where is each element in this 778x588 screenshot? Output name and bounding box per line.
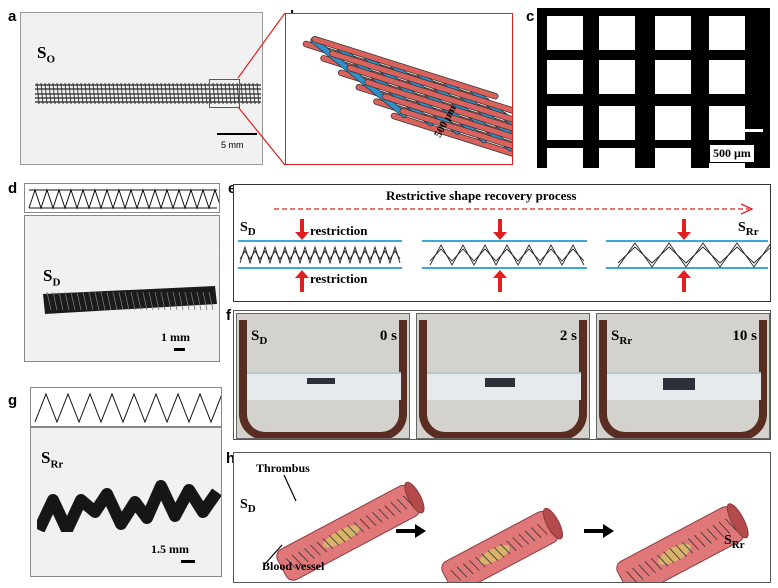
scale-bar-c xyxy=(713,129,763,132)
pore xyxy=(655,148,691,168)
panel-label-a: a xyxy=(8,8,17,25)
e-start-label: SD xyxy=(240,220,256,238)
transition-arrow xyxy=(396,529,416,533)
vessel-2 xyxy=(441,507,564,582)
stent-in-tube xyxy=(307,378,335,384)
frame-time-label: 2 s xyxy=(559,328,577,344)
zoom-lines xyxy=(237,12,286,166)
vessel-deployment-diagram xyxy=(263,474,749,582)
pore xyxy=(655,106,691,140)
pore xyxy=(655,16,691,50)
scale-bar-a xyxy=(217,133,257,135)
scale-text-g: 1.5 mm xyxy=(151,542,189,556)
panel-label-c: c xyxy=(526,8,535,25)
scale-bar-d xyxy=(174,348,185,351)
scale-bar-g xyxy=(181,560,195,563)
zoom-box xyxy=(209,79,240,108)
panel-g-photo: SRr 1.5 mm xyxy=(30,427,222,577)
vessel-pointer xyxy=(263,544,283,566)
panel-f-video: SD 0 s 2 s SRr 10 s xyxy=(233,310,771,440)
panel-d-photo: SD 1 mm xyxy=(24,215,220,362)
scale-text-d: 1 mm xyxy=(161,330,190,344)
panel-label-g: g xyxy=(8,392,18,409)
transition-arrow xyxy=(584,529,604,533)
panel-label-d: d xyxy=(8,180,18,197)
sample-label-so: SO xyxy=(37,43,56,66)
panel-c-micrograph: 500 μm xyxy=(537,8,770,168)
compressed-stent-photo xyxy=(43,286,217,314)
sample-label-srr-g: SRr xyxy=(41,448,64,471)
pore xyxy=(547,106,583,140)
straight-stent-image xyxy=(35,82,261,105)
thrombus xyxy=(322,525,361,548)
h-end-label: SRr xyxy=(724,533,745,551)
panel-label-f: f xyxy=(226,307,231,324)
vessel-1 xyxy=(276,481,425,581)
d-stent-schematic xyxy=(28,188,219,210)
frame-sample-label: SD xyxy=(251,328,268,347)
pore xyxy=(599,148,635,168)
frame-time-label: 0 s xyxy=(379,328,397,344)
scale-text-c: 500 μm xyxy=(709,144,755,163)
pore xyxy=(599,106,635,140)
pore xyxy=(547,148,583,168)
h-start-label: SD xyxy=(240,497,256,515)
frame-time-label: 10 s xyxy=(732,328,757,344)
panel-b-scaffold: 500 μm xyxy=(285,13,513,165)
video-frame-2: SRr 10 s xyxy=(596,313,770,439)
pore xyxy=(655,60,691,94)
pore xyxy=(709,106,745,140)
blood-vessel-label: Blood vessel xyxy=(262,559,325,573)
vessel-3 xyxy=(616,503,749,582)
restriction-label-bottom: restriction xyxy=(310,271,368,286)
video-frame-0: SD 0 s xyxy=(236,313,410,439)
frame-sample-label: SRr xyxy=(611,328,633,347)
panel-a-photo: SO 5 mm xyxy=(20,12,263,165)
panel-g-schematic xyxy=(30,387,222,427)
pore xyxy=(599,16,635,50)
thrombus-label: Thrombus xyxy=(256,461,310,475)
thrombus-pointer xyxy=(283,474,297,502)
pore xyxy=(547,60,583,94)
video-frames: SD 0 s 2 s SRr 10 s xyxy=(234,311,770,439)
thrombus xyxy=(658,543,691,565)
pore xyxy=(709,60,745,94)
panel-label-e: e xyxy=(228,180,236,197)
panel-d-schematic xyxy=(24,183,220,213)
pore xyxy=(709,16,745,50)
panel-label-h: h xyxy=(226,450,236,467)
panel-h-vessel: Thrombus Blood vessel SD SRr xyxy=(233,452,771,583)
recovered-stent-photo xyxy=(37,480,221,532)
stent-in-tube xyxy=(663,378,695,390)
pore xyxy=(547,16,583,50)
panel-e-process: Restrictive shape recovery process SD SR… xyxy=(233,184,771,302)
scaffold-3d-model xyxy=(302,35,512,157)
stent-in-tube xyxy=(485,378,515,387)
restriction-label-top: restriction xyxy=(310,223,368,238)
g-stent-schematic xyxy=(34,392,221,424)
pore-grid-image xyxy=(547,16,745,168)
process-title: Restrictive shape recovery process xyxy=(386,188,577,203)
sample-label-sd: SD xyxy=(43,266,61,289)
process-arrow xyxy=(238,203,770,292)
e-end-label: SRr xyxy=(738,220,759,238)
pore xyxy=(599,60,635,94)
video-frame-1: 2 s xyxy=(416,313,590,439)
scale-text-a: 5 mm xyxy=(221,140,244,150)
